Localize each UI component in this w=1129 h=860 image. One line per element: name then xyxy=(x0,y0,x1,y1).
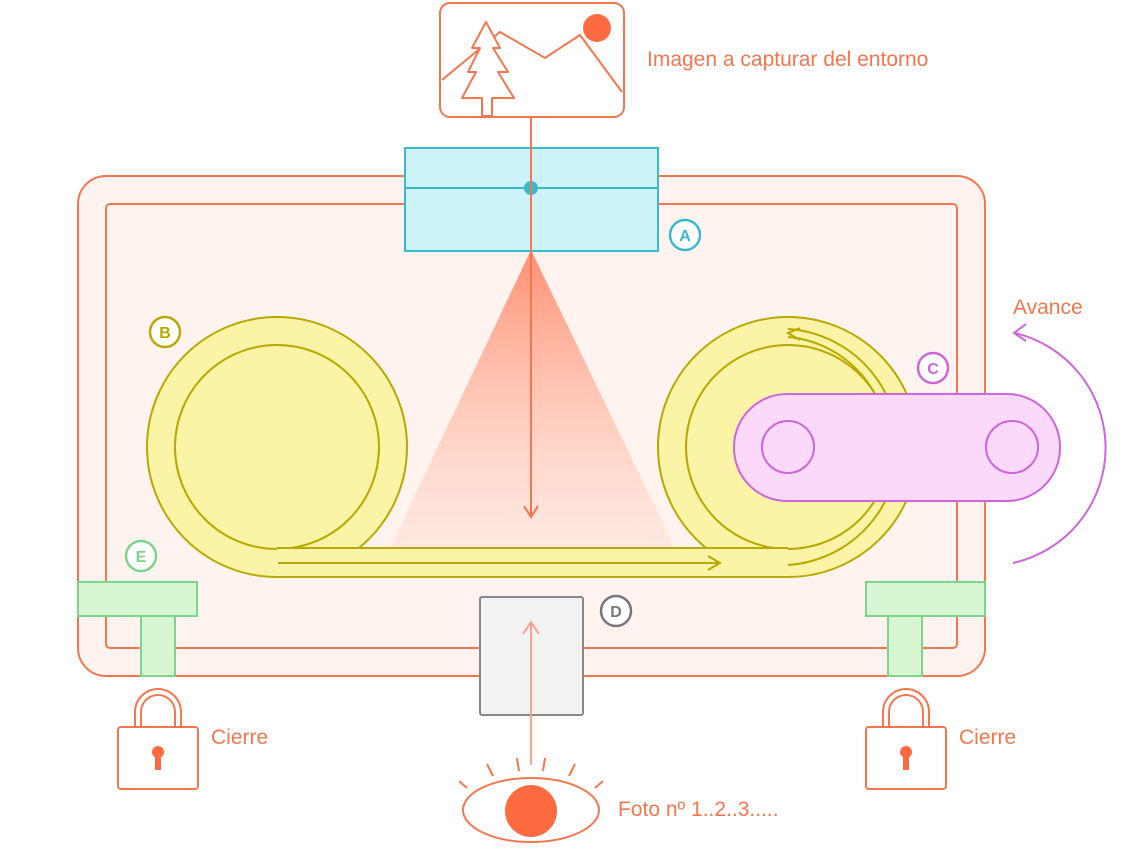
padlock-icon xyxy=(865,688,947,790)
lock-label-right: Cierre xyxy=(959,726,1016,749)
film-strip xyxy=(277,547,788,578)
badge-c: C xyxy=(916,351,950,385)
padlock-icon xyxy=(117,688,199,790)
badge-c-text: C xyxy=(927,361,939,378)
eye-icon xyxy=(458,757,604,843)
advance-crank xyxy=(733,393,1061,502)
badge-b-text: B xyxy=(159,325,171,342)
badge-d-text: D xyxy=(610,604,622,621)
photo-counter-label: Foto nº 1..2..3..... xyxy=(618,798,779,821)
advance-label: Avance xyxy=(1013,296,1083,319)
landscape-icon xyxy=(439,2,625,118)
image-caption: Imagen a capturar del entorno xyxy=(647,48,928,71)
light-cone xyxy=(390,250,675,548)
badge-e: E xyxy=(124,539,158,573)
view-ray xyxy=(522,620,540,765)
badge-d: D xyxy=(599,594,633,628)
badge-a-text: A xyxy=(679,228,691,245)
rotate-arrow-icon xyxy=(1012,323,1107,564)
lock-label-left: Cierre xyxy=(211,726,268,749)
badge-e-text: E xyxy=(136,549,147,566)
light-ray xyxy=(523,117,539,519)
badge-b: B xyxy=(148,315,182,349)
film-spool-left xyxy=(146,316,408,578)
latch-left xyxy=(77,581,198,677)
badge-a: A xyxy=(668,218,702,252)
latch-right xyxy=(865,581,986,677)
